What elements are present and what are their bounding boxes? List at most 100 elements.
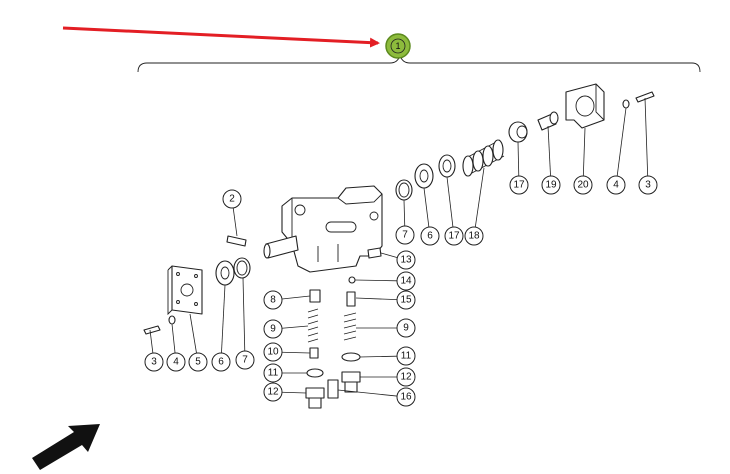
callout-label: 4 (613, 180, 619, 191)
callout-circle (464, 226, 484, 246)
leader-line (281, 391, 307, 394)
callout-label: 6 (218, 357, 224, 368)
leader-line (355, 297, 398, 301)
callout-label: 2 (229, 194, 235, 205)
bolt-left (143, 325, 161, 335)
callout-circle (263, 319, 283, 339)
callout-label: 4 (173, 357, 179, 368)
part-callout[interactable]: 19 (541, 175, 561, 195)
leader-line (517, 141, 520, 177)
leader-line (281, 295, 311, 300)
callout-circle (606, 175, 626, 195)
callout-label: 12 (267, 387, 279, 398)
callout-circle (638, 175, 658, 195)
part-callout[interactable]: 16 (396, 387, 416, 407)
part-callout[interactable]: 18 (464, 226, 484, 246)
part-callout[interactable]: 8 (263, 290, 283, 310)
leader-line (171, 323, 176, 354)
callout-circle (166, 352, 186, 372)
callout-circle (144, 352, 164, 372)
callout-label: 3 (151, 357, 157, 368)
part-callout[interactable]: 7 (395, 225, 415, 245)
callout-label: 6 (427, 231, 433, 242)
leader-line (446, 176, 454, 228)
part-callout[interactable]: 17 (444, 226, 464, 246)
cover-plate-left (167, 265, 203, 316)
part-callout[interactable]: 5 (188, 352, 208, 372)
part-callout[interactable]: 3 (638, 175, 658, 195)
callout-circle (235, 350, 255, 370)
part-callout[interactable]: 12 (263, 382, 283, 402)
callout-circle (396, 387, 416, 407)
callout-circle (444, 226, 464, 246)
callout-circle (509, 175, 529, 195)
gasket-right (414, 163, 434, 189)
shaft (263, 235, 299, 259)
callout-label: 11 (401, 351, 412, 362)
leader-line (547, 125, 551, 177)
callout-circle (263, 342, 283, 362)
callout-label: 17 (448, 231, 460, 242)
part-callout[interactable]: 4 (606, 175, 626, 195)
callout-circle (222, 189, 242, 209)
leader-line (232, 207, 238, 237)
part-callout[interactable]: 9 (263, 319, 283, 339)
plug-12-right (341, 371, 361, 393)
leader-line (242, 277, 246, 352)
part-callout[interactable]: 15 (396, 290, 416, 310)
callout-label: 9 (403, 323, 409, 334)
part-callout[interactable]: 10 (263, 342, 283, 362)
part-callout[interactable]: 3 (144, 352, 164, 372)
leader-line (354, 279, 398, 282)
red-pointer-arrow (62, 26, 380, 48)
callout-label: 18 (468, 231, 480, 242)
bolt-right (635, 91, 655, 103)
callout-circle (263, 290, 283, 310)
leader-lines (149, 97, 649, 397)
plug-16 (327, 379, 339, 399)
callout-label: 20 (577, 180, 589, 191)
leader-line (281, 351, 311, 354)
part-callout[interactable]: 7 (235, 350, 255, 370)
callout-circle (396, 346, 416, 366)
end-cover (565, 83, 605, 129)
leader-line (149, 329, 154, 354)
leader-line (582, 127, 586, 177)
part-callout[interactable]: 17 (509, 175, 529, 195)
callout-label: 16 (400, 392, 412, 403)
oring-left (306, 368, 324, 378)
washer-left (168, 315, 176, 325)
part-callout[interactable]: 11 (263, 363, 283, 383)
part-callout[interactable]: 6 (211, 352, 231, 372)
seal-left (233, 257, 251, 279)
callout-label: 7 (242, 355, 248, 366)
part-callout[interactable]: 13 (396, 250, 416, 270)
callout-circle (541, 175, 561, 195)
callout-circle (396, 271, 416, 291)
part-callout[interactable]: 4 (166, 352, 186, 372)
callout-label: 14 (400, 276, 412, 287)
corner-arrow (32, 424, 100, 470)
valve-body (281, 185, 383, 273)
callout-circle (263, 363, 283, 383)
part-callout[interactable]: 11 (396, 346, 416, 366)
valve-15 (346, 291, 356, 307)
highlighted-callout-label: 1 (395, 41, 400, 51)
leader-line (281, 325, 309, 329)
spring-large (462, 139, 505, 177)
callout-circle (420, 226, 440, 246)
part-callout[interactable]: 6 (420, 226, 440, 246)
callout-circle (396, 290, 416, 310)
callout-label: 15 (400, 295, 412, 306)
part-callout[interactable]: 9 (396, 318, 416, 338)
part-callout[interactable]: 12 (396, 367, 416, 387)
highlighted-callout[interactable]: 1 (385, 33, 411, 59)
pin (226, 235, 247, 247)
part-callout[interactable]: 2 (222, 189, 242, 209)
callout-label: 5 (195, 357, 201, 368)
callout-label: 12 (400, 372, 412, 383)
fitting-13 (367, 247, 382, 259)
part-callout[interactable]: 20 (573, 175, 593, 195)
part-callout[interactable]: 14 (396, 271, 416, 291)
